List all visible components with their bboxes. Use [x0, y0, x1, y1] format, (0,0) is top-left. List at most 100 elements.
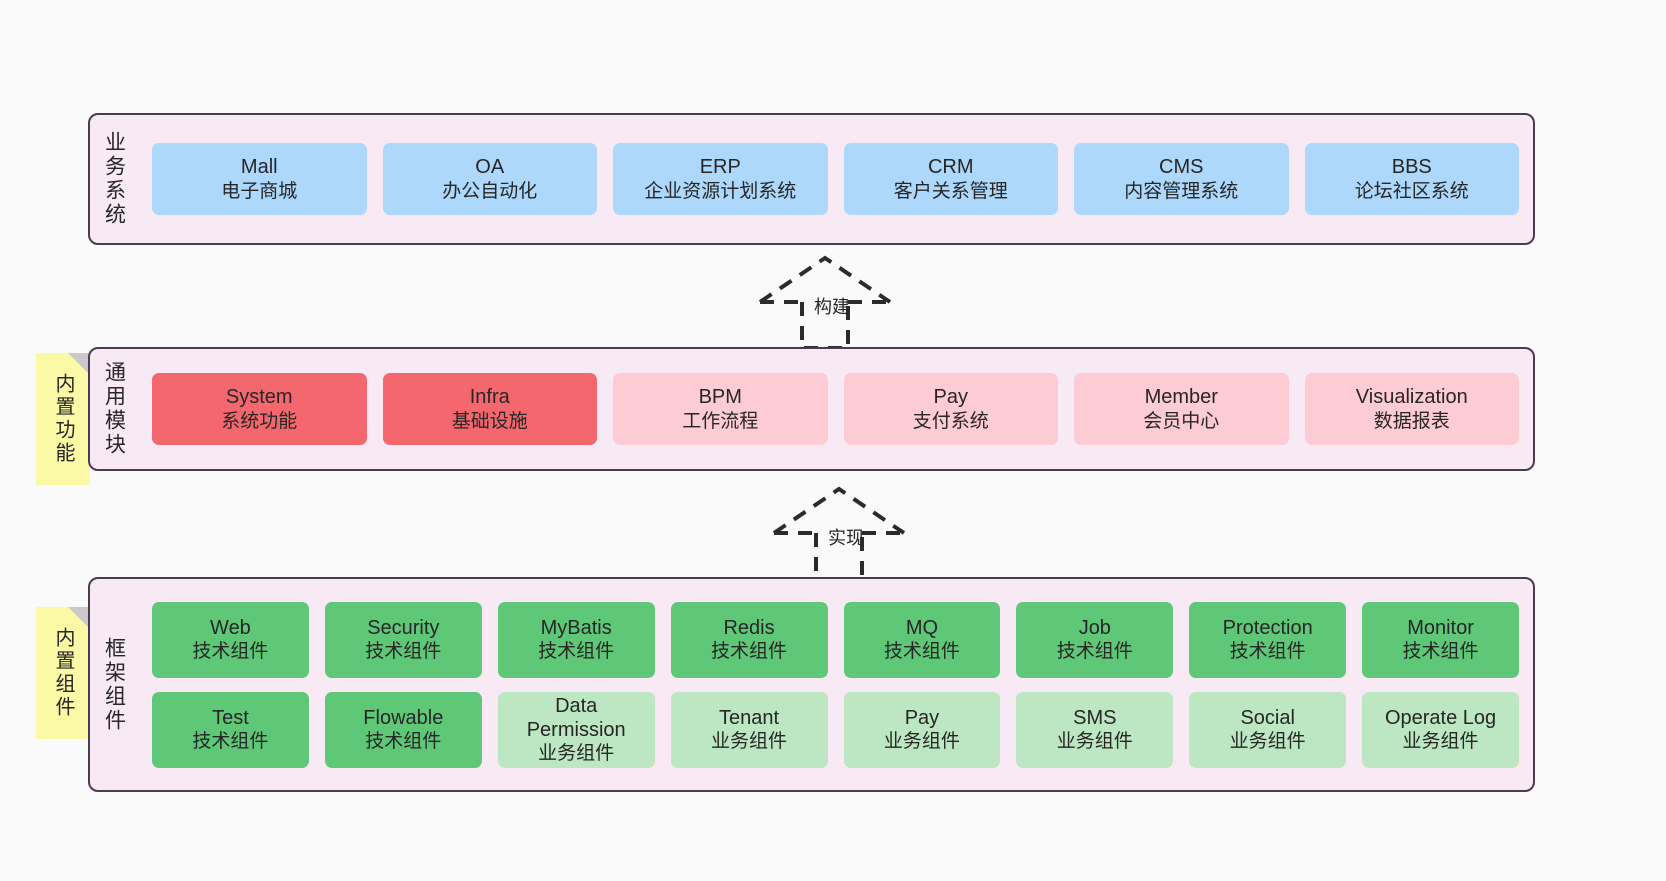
card-subtitle: 数据报表 [1373, 410, 1450, 432]
sticky-fold-icon [68, 607, 90, 629]
card-social[interactable]: Social 业务组件 [1189, 691, 1347, 768]
card-subtitle: 系统功能 [221, 410, 298, 432]
card-title: Tenant [719, 706, 780, 729]
card-subtitle: 技术组件 [538, 641, 615, 663]
card-bbs[interactable]: BBS 论坛社区系统 [1304, 143, 1519, 215]
card-sms[interactable]: SMS 业务组件 [1016, 691, 1174, 768]
card-title: Pay [904, 706, 940, 729]
card-title: Protection [1222, 616, 1313, 639]
card-title: System [225, 386, 293, 409]
card-erp[interactable]: ERP 企业资源计划系统 [613, 143, 828, 215]
card-protection[interactable]: Protection 技术组件 [1189, 601, 1347, 678]
sticky-fold-icon [68, 353, 90, 375]
card-title: Operate Log [1384, 706, 1497, 729]
card-job[interactable]: Job 技术组件 [1016, 601, 1174, 678]
generalization-arrow-icon [758, 255, 892, 350]
connector-label-implement: 实现 [828, 528, 864, 548]
card-subtitle: 电子商城 [221, 180, 298, 202]
card-row: Test 技术组件 Flowable 技术组件 Data Permission … [152, 691, 1519, 768]
card-title: Test [212, 706, 249, 729]
card-cms[interactable]: CMS 内容管理系统 [1074, 143, 1289, 215]
card-subtitle: 业务组件 [1229, 731, 1306, 753]
card-web[interactable]: Web 技术组件 [152, 601, 309, 678]
sticky-note-label: 内置组件 [52, 627, 74, 719]
card-monitor[interactable]: Monitor 技术组件 [1362, 601, 1519, 678]
card-title: Member [1144, 386, 1218, 409]
card-subtitle: 工作流程 [682, 410, 759, 432]
card-title: Monitor [1407, 616, 1474, 639]
card-title: Pay [933, 386, 968, 409]
card-title: BBS [1391, 156, 1432, 179]
card-subtitle: 论坛社区系统 [1354, 180, 1469, 202]
card-subtitle: 基础设施 [451, 410, 528, 432]
card-mq[interactable]: MQ 技术组件 [843, 601, 1001, 678]
card-title: CMS [1159, 156, 1204, 179]
card-subtitle: 技术组件 [365, 641, 442, 663]
card-title: Visualization [1355, 386, 1468, 409]
card-subtitle: 支付系统 [912, 410, 989, 432]
card-pay-component[interactable]: Pay 业务组件 [843, 691, 1001, 768]
card-subtitle: 业务组件 [1402, 731, 1479, 753]
card-title: Web [210, 616, 251, 639]
card-subtitle: 技术组件 [711, 641, 788, 663]
card-title: ERP [699, 156, 741, 179]
card-title: Data Permission [526, 694, 626, 741]
card-test[interactable]: Test 技术组件 [152, 691, 309, 768]
sticky-note-builtin-component: 内置组件 [36, 607, 90, 739]
card-subtitle: 技术组件 [192, 641, 269, 663]
card-visualization[interactable]: Visualization 数据报表 [1304, 373, 1519, 445]
card-pay[interactable]: Pay 支付系统 [843, 373, 1058, 445]
card-title: MyBatis [540, 616, 612, 639]
generalization-arrow-icon [772, 486, 906, 581]
card-title: MQ [905, 616, 939, 639]
card-subtitle: 技术组件 [1229, 641, 1306, 663]
card-subtitle: 技术组件 [365, 731, 442, 753]
card-subtitle: 业务组件 [883, 731, 960, 753]
card-crm[interactable]: CRM 客户关系管理 [843, 143, 1058, 215]
card-subtitle: 技术组件 [1056, 641, 1133, 663]
sticky-note-builtin-function: 内置功能 [36, 353, 90, 485]
card-subtitle: 客户关系管理 [893, 180, 1008, 202]
card-mybatis[interactable]: MyBatis 技术组件 [497, 601, 655, 678]
layer-framework-component: 框架组件 Web 技术组件 Security 技术组件 MyBatis 技术组件… [88, 577, 1535, 792]
card-subtitle: 内容管理系统 [1124, 180, 1239, 202]
layer-title-framework-component: 框架组件 [102, 636, 126, 733]
card-operate-log[interactable]: Operate Log 业务组件 [1362, 691, 1519, 768]
card-security[interactable]: Security 技术组件 [324, 601, 482, 678]
connector-implement: 实现 [766, 485, 936, 581]
card-title: Redis [723, 616, 775, 639]
connector-label-build: 构建 [814, 297, 850, 317]
card-subtitle: 企业资源计划系统 [644, 180, 797, 202]
card-subtitle: 会员中心 [1143, 410, 1220, 432]
card-row: Mall 电子商城 OA 办公自动化 ERP 企业资源计划系统 CRM 客户关系… [152, 143, 1519, 215]
card-redis[interactable]: Redis 技术组件 [670, 601, 828, 678]
card-title: Infra [469, 386, 510, 409]
card-oa[interactable]: OA 办公自动化 [382, 143, 597, 215]
card-mall[interactable]: Mall 电子商城 [152, 143, 367, 215]
card-title: OA [475, 156, 505, 179]
card-tenant[interactable]: Tenant 业务组件 [670, 691, 828, 768]
card-title: Social [1240, 706, 1295, 729]
card-infra[interactable]: Infra 基础设施 [382, 373, 597, 445]
card-flowable[interactable]: Flowable 技术组件 [324, 691, 482, 768]
card-subtitle: 业务组件 [1056, 731, 1133, 753]
card-subtitle: 业务组件 [711, 731, 788, 753]
card-subtitle: 技术组件 [883, 641, 960, 663]
card-subtitle: 技术组件 [192, 731, 269, 753]
card-title: Security [367, 616, 440, 639]
sticky-note-label: 内置功能 [52, 373, 74, 465]
card-title: SMS [1073, 706, 1117, 729]
card-subtitle: 技术组件 [1402, 641, 1479, 663]
card-system[interactable]: System 系统功能 [152, 373, 367, 445]
connector-build: 构建 [752, 254, 922, 350]
card-bpm[interactable]: BPM 工作流程 [613, 373, 828, 445]
layer-body-business-system: Mall 电子商城 OA 办公自动化 ERP 企业资源计划系统 CRM 客户关系… [138, 115, 1533, 243]
layer-business-system: 业务系统 Mall 电子商城 OA 办公自动化 ERP 企业资源计划系统 CRM… [88, 113, 1535, 245]
layer-title-business-system: 业务系统 [102, 131, 126, 227]
layer-common-module: 通用模块 System 系统功能 Infra 基础设施 BPM 工作流程 Pay… [88, 347, 1535, 471]
layer-body-common-module: System 系统功能 Infra 基础设施 BPM 工作流程 Pay 支付系统… [138, 349, 1533, 469]
card-title: CRM [927, 156, 974, 179]
card-data-permission[interactable]: Data Permission 业务组件 [497, 691, 655, 768]
card-subtitle: 办公自动化 [442, 180, 538, 202]
card-member[interactable]: Member 会员中心 [1074, 373, 1289, 445]
